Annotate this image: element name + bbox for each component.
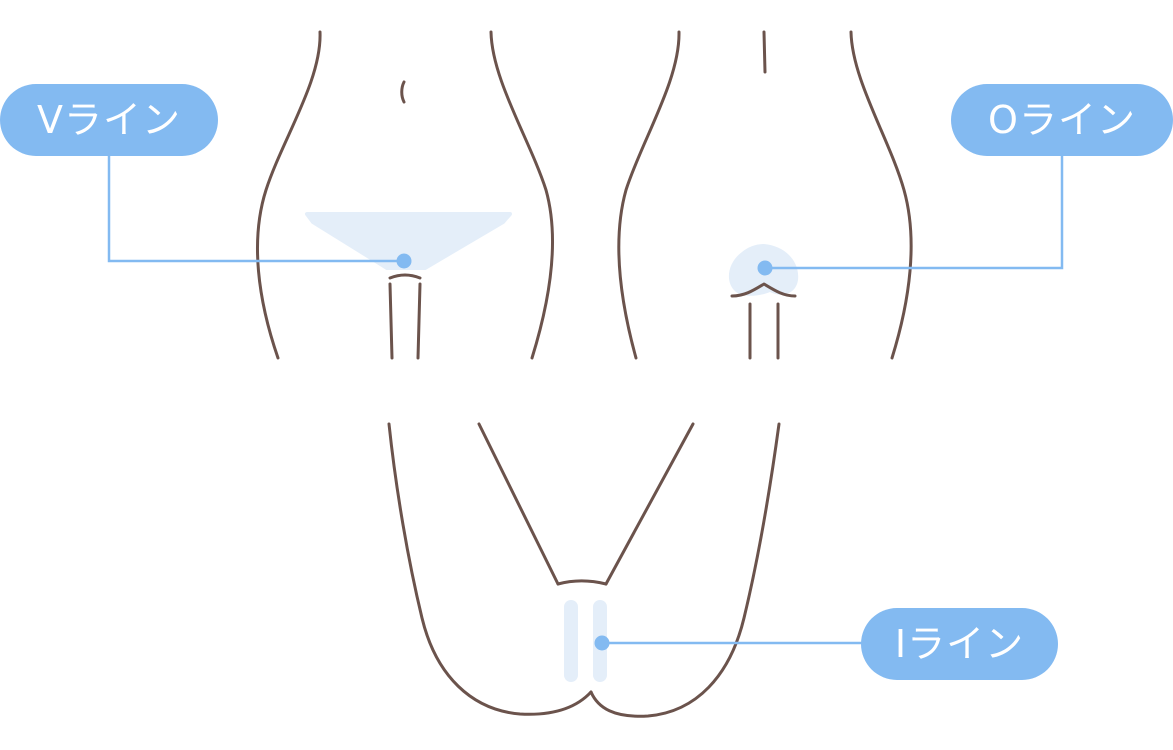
bottom-right-leg-outer (589, 422, 781, 718)
bottom-view-figure (387, 422, 781, 718)
o-line-dot (757, 260, 773, 276)
v-line-dot (396, 253, 412, 269)
back-buttocks-detail (730, 282, 797, 360)
front-right-outline (489, 30, 555, 360)
back-view-figure (617, 30, 913, 360)
i-line-area-left (564, 600, 578, 682)
i-line-label: Iライン (861, 608, 1058, 680)
o-line-leader (765, 150, 1064, 270)
v-line-leader (107, 150, 404, 263)
spine-line (762, 30, 767, 74)
bottom-left-leg-outer (387, 422, 593, 716)
front-left-outline (255, 30, 322, 360)
navel (400, 80, 406, 104)
back-left-outline (617, 30, 681, 360)
front-left-thigh-inner (388, 282, 394, 360)
v-line-area (305, 212, 512, 270)
i-line-dot (594, 635, 610, 651)
bottom-crotch-curve (556, 579, 608, 586)
back-right-outline (849, 30, 913, 360)
front-crotch-line (388, 273, 422, 280)
bottom-left-leg-inner (477, 422, 560, 586)
v-line-label: Vライン (0, 84, 218, 156)
bottom-right-leg-inner (604, 422, 695, 586)
front-view-figure (255, 30, 555, 360)
leader-lines (107, 150, 1064, 645)
back-buttock-curve (730, 282, 797, 298)
front-right-thigh-inner (416, 282, 422, 360)
o-line-label: Oライン (951, 84, 1173, 156)
